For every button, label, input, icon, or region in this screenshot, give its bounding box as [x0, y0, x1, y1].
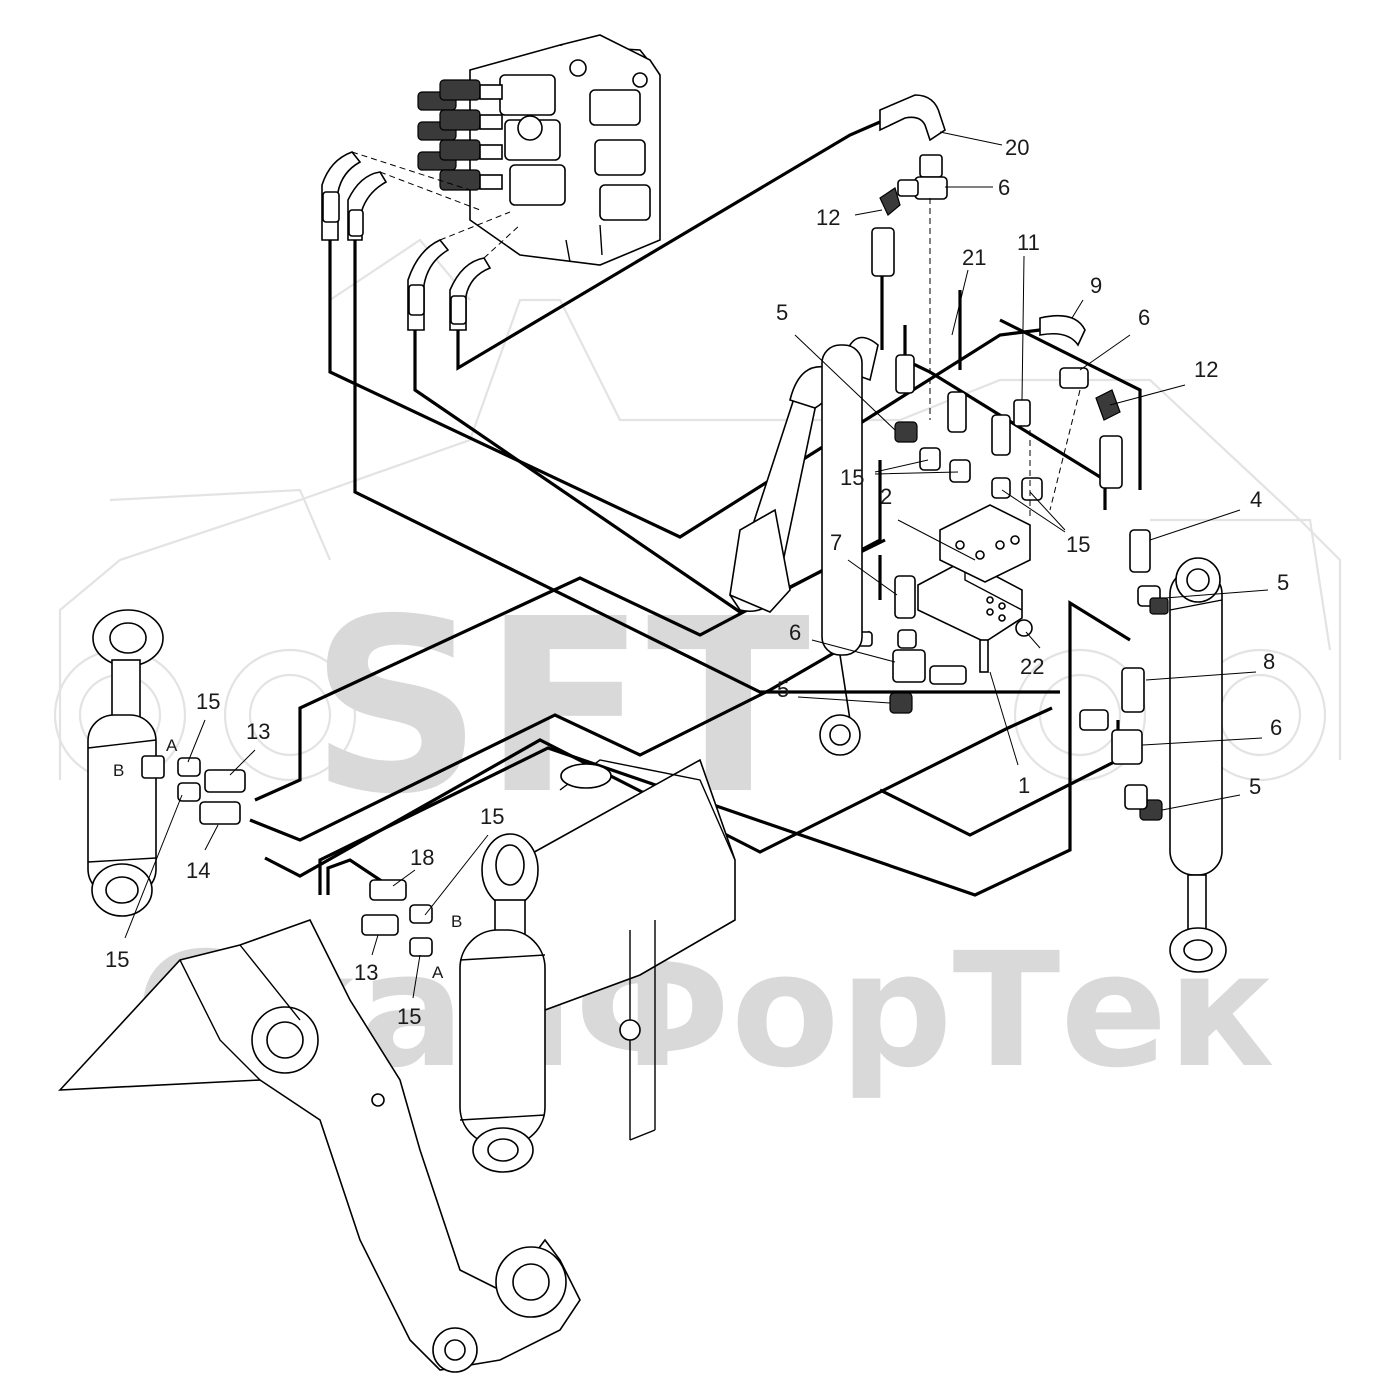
- callout-8: 8: [1263, 649, 1275, 674]
- fittings-right-group: [1079, 529, 1169, 821]
- tee-6d: [1111, 729, 1143, 765]
- loader-arm-frame: [58, 758, 736, 1373]
- hose-end-13b: [361, 914, 399, 936]
- hose-right-lower: [879, 720, 1120, 837]
- lift-arm-bracket: [729, 336, 879, 756]
- manifold-block: [917, 504, 1033, 673]
- mounting-plate-2: [939, 504, 1031, 583]
- bolt: [979, 639, 989, 673]
- valve-solenoid-coils: [417, 79, 503, 191]
- callout-2: 2: [880, 484, 892, 509]
- valve-spool-stack: [499, 59, 651, 221]
- adapter-8: [1121, 667, 1145, 713]
- callout-6: 6: [789, 620, 801, 645]
- callout-15: 15: [480, 804, 504, 829]
- adapter-7: [894, 575, 916, 619]
- elbow-9: [1039, 314, 1086, 347]
- port-block-left: [141, 755, 165, 779]
- callout-18: 18: [410, 845, 434, 870]
- callout-20: 20: [1005, 135, 1029, 160]
- callout-5: 5: [1249, 774, 1261, 799]
- leader-lines: [124, 131, 1269, 999]
- callout-13: 13: [354, 960, 378, 985]
- hose-run-1: [328, 240, 1041, 539]
- hose-right-upper: [999, 318, 1142, 490]
- hose-end-12a: [871, 227, 895, 277]
- right-hydraulic-cylinder: [1169, 557, 1227, 973]
- port-label-b: B: [451, 912, 462, 931]
- port-label-b: B: [113, 761, 124, 780]
- hose-end-18: [369, 879, 407, 901]
- hose-end-13a: [204, 769, 246, 793]
- callout-7: 7: [830, 530, 842, 555]
- hose-cyl-left-a: [254, 460, 882, 802]
- callout-15: 15: [840, 465, 864, 490]
- callout-4: 4: [1250, 487, 1262, 512]
- callout-5: 5: [777, 677, 789, 702]
- watermark-brand: SFT: [310, 567, 811, 847]
- callout-12: 12: [1194, 357, 1218, 382]
- elbow-12b: [1095, 389, 1121, 421]
- callout-15: 15: [196, 689, 220, 714]
- fittings-column: [894, 314, 1123, 520]
- front-hydraulic-cylinder: [361, 833, 546, 1173]
- valve-hose-ends: [321, 151, 521, 331]
- callout-6: 6: [998, 175, 1010, 200]
- elbow-5b: [1149, 597, 1169, 615]
- callout-15: 15: [1066, 532, 1090, 557]
- callout-15: 15: [397, 1004, 421, 1029]
- callout-11: 11: [1017, 230, 1040, 255]
- hose-cyl-left-b: [249, 630, 871, 842]
- left-hydraulic-cylinder: [87, 609, 246, 917]
- hose-cross-lower: [318, 600, 1131, 897]
- callout-12: 12: [816, 205, 840, 230]
- fittings-center-group: [857, 575, 967, 714]
- port-label-a: A: [166, 736, 178, 755]
- hose-run-4: [456, 120, 881, 371]
- tee-6b: [1059, 367, 1089, 389]
- elbow-20: [879, 94, 946, 142]
- callout-6: 6: [1270, 715, 1282, 740]
- center-cylinder: [821, 344, 863, 656]
- adapter-4: [1129, 529, 1151, 573]
- hose-end-12b: [1099, 435, 1123, 489]
- callout-21: 21: [962, 245, 986, 270]
- fittings-upper-group: [871, 94, 948, 420]
- elbow-12a: [879, 187, 901, 216]
- elbow-5c: [889, 692, 913, 714]
- callout-labels: 20 6 12 11 21 9 5 6 12 15 2 4 15 7 5 6 2…: [105, 135, 1289, 1029]
- callout-5: 5: [1277, 570, 1289, 595]
- control-valve-bank: [417, 34, 661, 266]
- tee-fitting-6a: [919, 154, 943, 178]
- callout-13: 13: [246, 719, 270, 744]
- hose-run-2: [353, 240, 1060, 694]
- callout-22: 22: [1020, 654, 1044, 679]
- callout-15: 15: [105, 947, 129, 972]
- plug-11: [1013, 399, 1031, 427]
- plug-22: [1015, 619, 1033, 637]
- callout-14: 14: [186, 858, 210, 883]
- tee-6c: [892, 649, 926, 683]
- callout-5: 5: [776, 300, 788, 325]
- callout-9: 9: [1090, 273, 1102, 298]
- port-label-a: A: [432, 963, 444, 982]
- callout-1: 1: [1018, 773, 1030, 798]
- hose-end-14: [199, 801, 241, 825]
- callout-6: 6: [1138, 305, 1150, 330]
- port-labels: A B B A: [113, 736, 462, 982]
- hose-front-cylinder: [326, 858, 396, 895]
- elbow-5a: [894, 421, 918, 443]
